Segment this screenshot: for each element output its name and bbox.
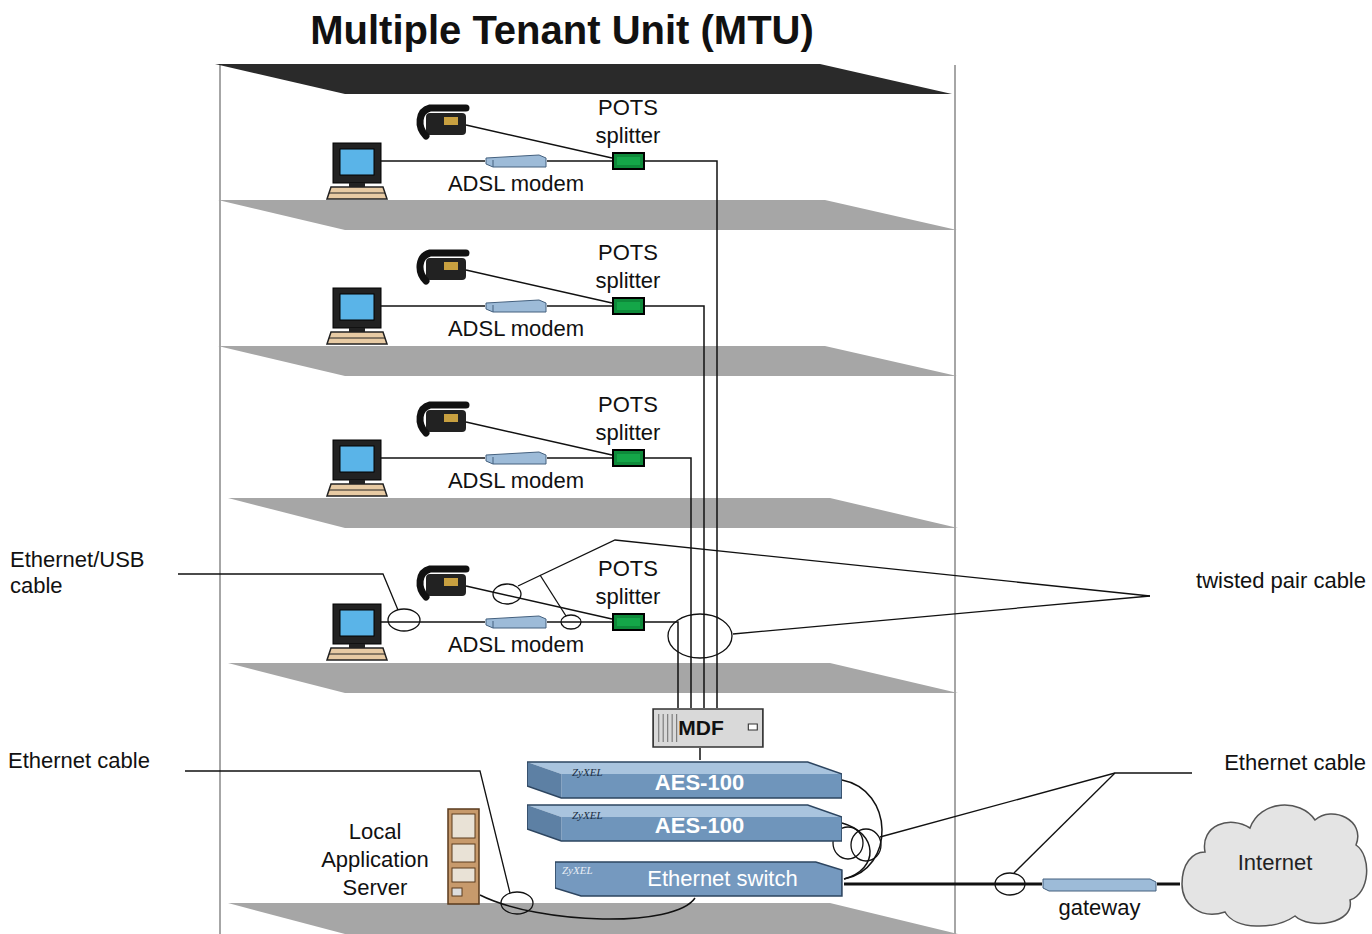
cable-connector <box>645 306 704 708</box>
server-cabinet: Local Application Server <box>447 808 480 905</box>
split-shape <box>612 297 645 315</box>
cable-connector <box>645 458 691 708</box>
node-label: ADSL modem <box>441 315 591 343</box>
cable-connector <box>699 748 701 760</box>
brand-mark: ZyXEL <box>572 809 632 822</box>
node-label: ADSL modem <box>441 631 591 659</box>
node-label: Local Application Server <box>309 818 441 902</box>
split-shape <box>612 613 645 631</box>
pots-splitter: POTS splitter <box>612 152 645 170</box>
brand-mark: ZyXEL <box>562 864 622 877</box>
cable-connector <box>645 622 678 708</box>
gw-shape <box>1042 876 1157 892</box>
srv-shape <box>447 808 480 905</box>
cable-label: twisted pair cable <box>1150 568 1366 594</box>
cable-connector <box>547 457 612 459</box>
diagram-title: Multiple Tenant Unit (MTU) <box>0 4 1124 56</box>
cable-connector <box>844 883 1042 886</box>
cable-connector <box>547 621 612 623</box>
brand-mark: ZyXEL <box>572 766 632 779</box>
adsl-modem: ADSL modem <box>485 451 547 465</box>
adsl-modem: ADSL modem <box>485 615 547 629</box>
gateway-device: gateway <box>1042 876 1157 892</box>
adsl-modem: ADSL modem <box>485 299 547 313</box>
node-label: Internet <box>1180 790 1370 930</box>
node-label: POTS splitter <box>568 94 688 150</box>
cable-connector <box>842 823 870 879</box>
modem-shape <box>485 154 547 168</box>
node-label: ADSL modem <box>441 467 591 495</box>
cable-label: Ethernet/USB cable <box>10 547 170 599</box>
modem-shape <box>485 451 547 465</box>
split-shape <box>612 449 645 467</box>
adsl-modem: ADSL modem <box>485 154 547 168</box>
modem-shape <box>485 615 547 629</box>
node-label: gateway <box>1032 894 1167 922</box>
cable-connector <box>547 305 612 307</box>
split-shape <box>612 152 645 170</box>
internet-cloud: Internet <box>1180 790 1370 930</box>
node-label: POTS splitter <box>568 391 688 447</box>
cable-connector <box>842 780 882 879</box>
cable-connector <box>480 895 695 919</box>
node-label: POTS splitter <box>568 239 688 295</box>
pots-splitter: POTS splitter <box>612 449 645 467</box>
cable-label: Ethernet cable <box>8 748 184 774</box>
node-label: POTS splitter <box>568 555 688 611</box>
ethernet-switch: Ethernet switch <box>555 860 844 898</box>
cable-label: Ethernet cable <box>1190 750 1366 776</box>
pots-splitter: POTS splitter <box>612 613 645 631</box>
pots-splitter: POTS splitter <box>612 297 645 315</box>
node-label: MDF <box>652 708 764 748</box>
cable-connector <box>547 160 612 162</box>
modem-shape <box>485 299 547 313</box>
mdf-frame: MDF <box>652 708 764 748</box>
cable-connector <box>1157 883 1180 886</box>
node-label: ADSL modem <box>441 170 591 198</box>
node-label: Ethernet switch <box>555 860 844 898</box>
